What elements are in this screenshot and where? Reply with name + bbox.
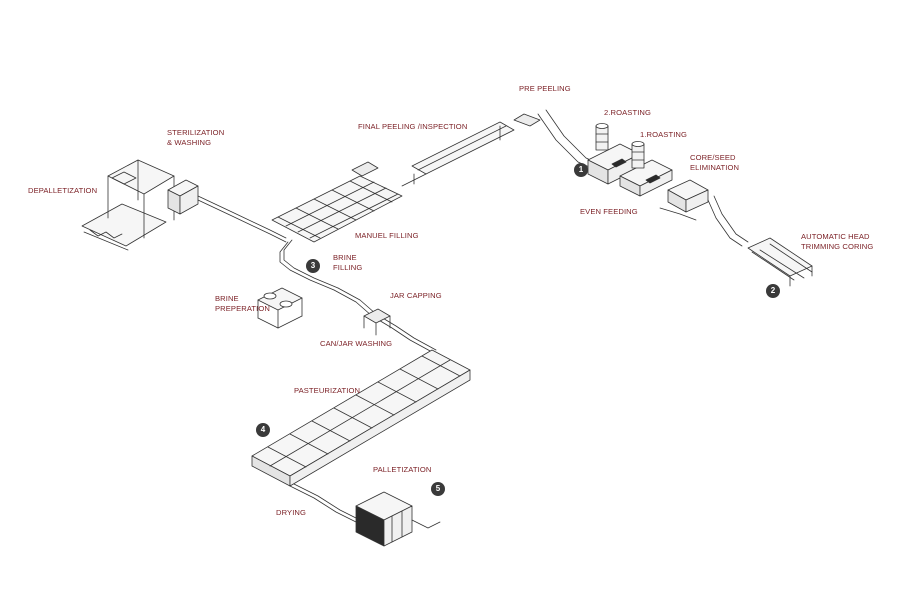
palletizer-cell (355, 491, 441, 547)
core-seed-unit (659, 179, 709, 221)
label-automatic-head: AUTOMATIC HEAD TRIMMING CORING (801, 232, 873, 251)
label-automatic-head-line-1: AUTOMATIC HEAD (801, 232, 870, 241)
label-sterilization-line-2: & WASHING (167, 137, 212, 147)
brine-preparation-tanks (257, 287, 303, 329)
label-sterilization-line-1: STERILIZATION (167, 128, 225, 137)
step-badge-4: 4 (256, 423, 270, 437)
head-trimming-machine (747, 237, 813, 287)
conveyor-to-brine-filling (279, 241, 335, 291)
step-badge-5: 5 (431, 482, 445, 496)
label-core-seed: CORE/SEED ELIMINATION (690, 153, 739, 172)
jar-capping-machine (363, 308, 391, 336)
label-core-seed-line-2: ELIMINATION (690, 162, 740, 172)
label-palletization: PALLETIZATION (373, 465, 432, 474)
step-badge-2: 2 (766, 284, 780, 298)
label-pasteurization: PASTEURIZATION (294, 386, 361, 395)
label-final-peeling: FINAL PEELING /INSPECTION (358, 122, 468, 131)
label-brine-filling-line-2: FILLING (333, 262, 363, 272)
elevator-to-trimming (707, 199, 743, 247)
label-depalletization: DEPALLETIZATION (28, 186, 98, 195)
step-badge-3: 3 (306, 259, 320, 273)
conveyor-washer-to-filling (197, 195, 287, 239)
manual-filling-table (271, 161, 403, 243)
sterilization-washer (167, 179, 199, 215)
label-roasting-2: 2.ROASTING (604, 108, 651, 117)
pasteurization-tunnel (251, 349, 471, 487)
label-jar-capping: JAR CAPPING (390, 291, 442, 300)
label-even-feeding: EVEN FEEDING (580, 207, 638, 216)
label-roasting-1: 1.ROASTING (640, 130, 687, 139)
final-peeling-belt (401, 121, 515, 187)
label-automatic-head-line-2: TRIMMING CORING (801, 241, 874, 251)
step-badge-1: 1 (574, 163, 588, 177)
depalletizer-machine (81, 159, 175, 251)
label-brine-preparation-line-2: PREPERATION (215, 303, 270, 313)
label-manual-filling: MANUEL FILLING (355, 231, 419, 240)
label-brine-filling: BRINE FILLING (333, 253, 362, 272)
label-brine-preparation-line-1: BRINE (215, 294, 239, 303)
roasting-ovens (587, 123, 673, 197)
conveyor-capping-washing (333, 289, 433, 353)
label-brine-filling-line-1: BRINE (333, 253, 357, 262)
label-pre-peeling: PRE PEELING (519, 84, 571, 93)
label-core-seed-line-1: CORE/SEED (690, 153, 736, 162)
label-can-jar-washing: CAN/JAR WASHING (320, 339, 393, 348)
label-drying: DRYING (276, 508, 306, 517)
label-sterilization: STERILIZATION & WASHING (167, 128, 224, 147)
label-brine-preparation: BRINE PREPERATION (215, 294, 270, 313)
